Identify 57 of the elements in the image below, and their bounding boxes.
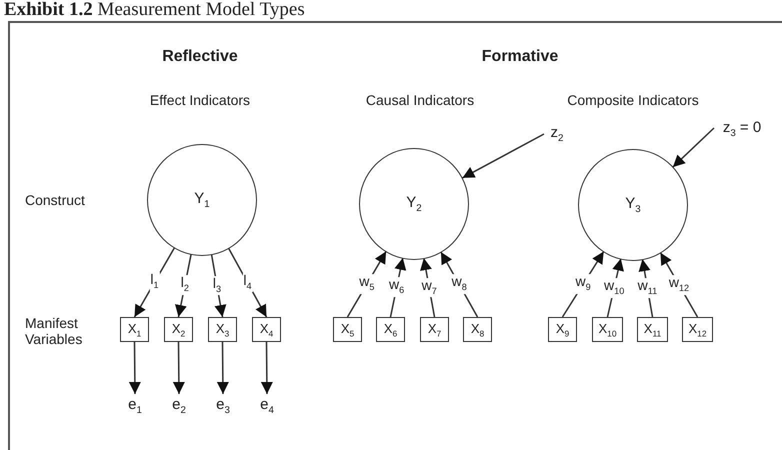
arrow — [672, 127, 715, 168]
arrow — [346, 251, 387, 318]
variable-label: z$_{2}$ — [546, 124, 568, 144]
row-label: Manifest Variables — [25, 315, 84, 347]
section-heading: Formative — [482, 48, 558, 66]
arrow — [134, 247, 176, 318]
arrow — [562, 251, 604, 318]
section-heading: Reflective — [162, 48, 238, 66]
arrow — [660, 252, 698, 318]
variable-label: z$_{3}$ = 0 — [716, 118, 768, 140]
indicator-box: X$_{4}$ — [252, 317, 281, 342]
variable-label: e$_{4}$ — [256, 396, 278, 416]
variable-label: e$_{1}$ — [124, 396, 146, 416]
construct-circle: Y$_{3}$ — [578, 149, 688, 261]
construct-circle: Y$_{1}$ — [147, 144, 257, 256]
edge-label: w$_{7}$ — [420, 278, 438, 298]
indicator-box: X$_{9}$ — [548, 317, 577, 342]
arrow — [420, 258, 436, 318]
arrow — [606, 258, 624, 318]
arrow — [462, 133, 544, 179]
arrow — [638, 259, 654, 318]
indicator-box: X$_{6}$ — [376, 317, 405, 342]
edge-label: w$_{5}$ — [358, 274, 376, 294]
arrow — [228, 248, 268, 318]
indicator-box: X$_{10}$ — [592, 317, 623, 342]
indicator-box: X$_{1}$ — [120, 317, 149, 342]
edge-label: w$_{9}$ — [574, 274, 592, 294]
row-label: Construct — [25, 192, 85, 208]
arrow — [260, 342, 273, 394]
row-label: Effect Indicators — [150, 92, 250, 108]
indicator-box: X$_{2}$ — [164, 317, 193, 342]
edge-label: w$_{12}$ — [668, 274, 690, 295]
edge-label: w$_{8}$ — [450, 274, 468, 294]
indicator-box: X$_{11}$ — [637, 317, 668, 342]
edge-label: l$_{1}$ — [149, 272, 160, 292]
arrow — [128, 342, 141, 394]
edge-label: w$_{11}$ — [636, 278, 658, 298]
edge-label: w$_{10}$ — [603, 278, 626, 298]
edge-label: l$_{4}$ — [242, 272, 253, 292]
indicator-box: X$_{8}$ — [463, 317, 492, 342]
edge-label: w$_{6}$ — [388, 278, 406, 298]
indicator-box: X$_{7}$ — [420, 317, 449, 342]
row-label: Composite Indicators — [567, 92, 699, 108]
arrow — [172, 342, 185, 394]
indicator-box: X$_{5}$ — [333, 317, 362, 342]
arrow — [210, 254, 226, 318]
arrow — [174, 254, 192, 318]
edge-label: l$_{2}$ — [180, 276, 190, 296]
indicator-box: X$_{3}$ — [208, 317, 237, 342]
arrow — [216, 342, 229, 394]
indicator-box: X$_{12}$ — [682, 317, 713, 342]
variable-label: e$_{2}$ — [168, 396, 190, 416]
variable-label: e$_{3}$ — [212, 396, 234, 416]
construct-circle: Y$_{2}$ — [359, 148, 469, 260]
edge-label: l$_{3}$ — [212, 276, 222, 296]
row-label: Causal Indicators — [366, 92, 474, 108]
title: Exhibit 1.2 Measurement Model Types — [4, 0, 305, 20]
